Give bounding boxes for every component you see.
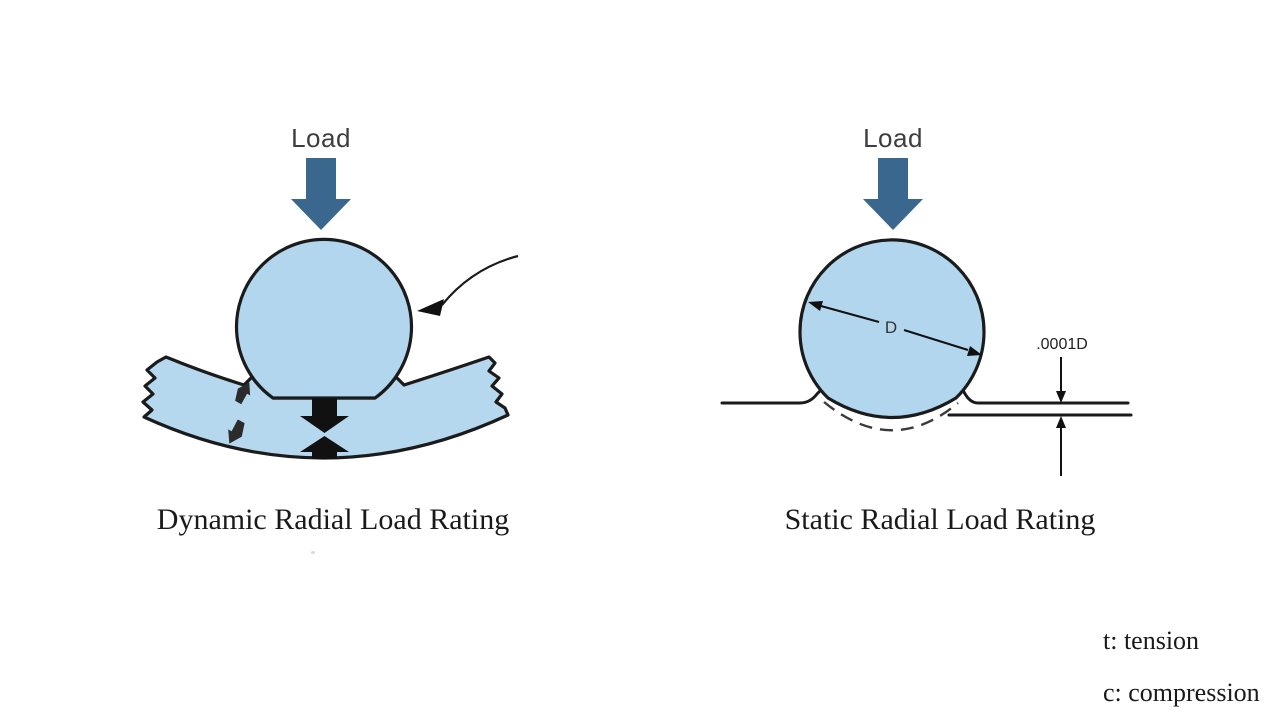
undeformed-ball-outline — [823, 401, 959, 432]
caption-static: Static Radial Load Rating — [784, 503, 1096, 536]
legend-tension: t: tension — [1103, 626, 1200, 655]
diameter-arrow-shaft-left — [820, 305, 880, 323]
dynamic-load-figure: Load — [141, 123, 519, 460]
static-load-figure: Load D .0001D — [720, 123, 1133, 476]
legend-compression: c: compression — [1103, 678, 1260, 707]
race-surface-right-top — [961, 388, 1130, 405]
contact-force-arrow-down — [300, 398, 349, 433]
diameter-arrow-shaft-right — [903, 329, 969, 351]
indentation-dimension-label: .0001D — [1036, 336, 1088, 353]
diameter-label: D — [885, 318, 897, 337]
contact-force-arrow-up — [300, 436, 349, 459]
load-arrow-icon-dynamic — [291, 158, 351, 230]
rotation-arrowhead-icon — [417, 299, 444, 316]
scan-artifact-dot — [311, 551, 315, 554]
load-label-dynamic: Load — [291, 123, 351, 153]
race-compression-arrow-icon — [228, 419, 245, 444]
stress-legend: t: tension c: compression — [1103, 626, 1260, 708]
bearing-ball-static — [798, 238, 986, 420]
bearing-ball-dynamic — [234, 237, 414, 400]
race-tension-arrow-icon — [235, 382, 251, 405]
diameter-arrowhead-left-icon — [808, 301, 823, 311]
dimension-arrowhead-up-icon — [1056, 416, 1066, 428]
load-label-static: Load — [863, 123, 923, 153]
diameter-arrowhead-right-icon — [967, 346, 982, 356]
load-arrow-icon-static — [863, 158, 923, 230]
rotation-arrow-curve — [441, 254, 519, 306]
caption-dynamic: Dynamic Radial Load Rating — [156, 503, 510, 536]
dimension-arrowhead-down-icon — [1056, 391, 1066, 403]
race-surface-left — [720, 388, 823, 405]
